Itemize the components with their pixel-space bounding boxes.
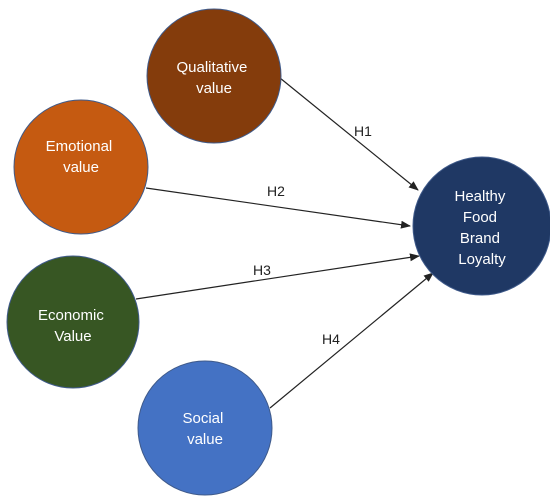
node-social-circle <box>137 360 273 496</box>
node-qualitative-line-2: value <box>196 80 232 97</box>
node-social-line-1: Social <box>182 410 223 427</box>
node-emotional-value: Emotional value <box>13 99 149 235</box>
node-healthy-food-brand-loyalty: Healthy Food Brand Loyalty <box>412 156 550 296</box>
node-social-label: Social value <box>182 410 227 448</box>
node-economic-label: Economic Value <box>38 307 108 345</box>
edge-h2-label: H2 <box>267 183 285 199</box>
node-emotional-line-2: value <box>63 159 99 176</box>
node-qualitative-line-1: Qualitative <box>176 59 247 76</box>
edge-h3-arrow <box>135 253 420 300</box>
node-economic-line-2: Value <box>54 328 91 345</box>
edge-h4-arrow <box>269 272 434 409</box>
node-economic-line-1: Economic <box>38 307 104 324</box>
node-emotional-label: Emotional value <box>46 138 117 176</box>
node-social-line-2: value <box>187 431 223 448</box>
node-target-label: Healthy Food Brand Loyalty <box>454 188 509 268</box>
edges: H1 H2 H3 H4 <box>135 77 434 409</box>
node-target-line-2: Food <box>463 209 497 226</box>
node-qualitative-circle <box>146 8 282 144</box>
node-emotional-circle <box>13 99 149 235</box>
node-target-line-3: Brand <box>460 230 500 247</box>
node-economic-circle <box>6 255 140 389</box>
edge-h1-label: H1 <box>354 123 372 139</box>
node-qualitative-value: Qualitative value <box>146 8 282 144</box>
edge-h3-label: H3 <box>253 262 271 278</box>
node-target-line-4: Loyalty <box>458 251 506 268</box>
edge-h1-arrow <box>279 77 419 191</box>
edge-h4-label: H4 <box>322 331 340 347</box>
node-target-circle <box>412 156 550 296</box>
node-emotional-line-1: Emotional <box>46 138 113 155</box>
node-qualitative-label: Qualitative value <box>176 59 251 97</box>
node-social-value: Social value <box>137 360 273 496</box>
edge-h2-arrow <box>145 187 411 229</box>
node-target-line-1: Healthy <box>454 188 505 205</box>
node-economic-value: Economic Value <box>6 255 140 389</box>
